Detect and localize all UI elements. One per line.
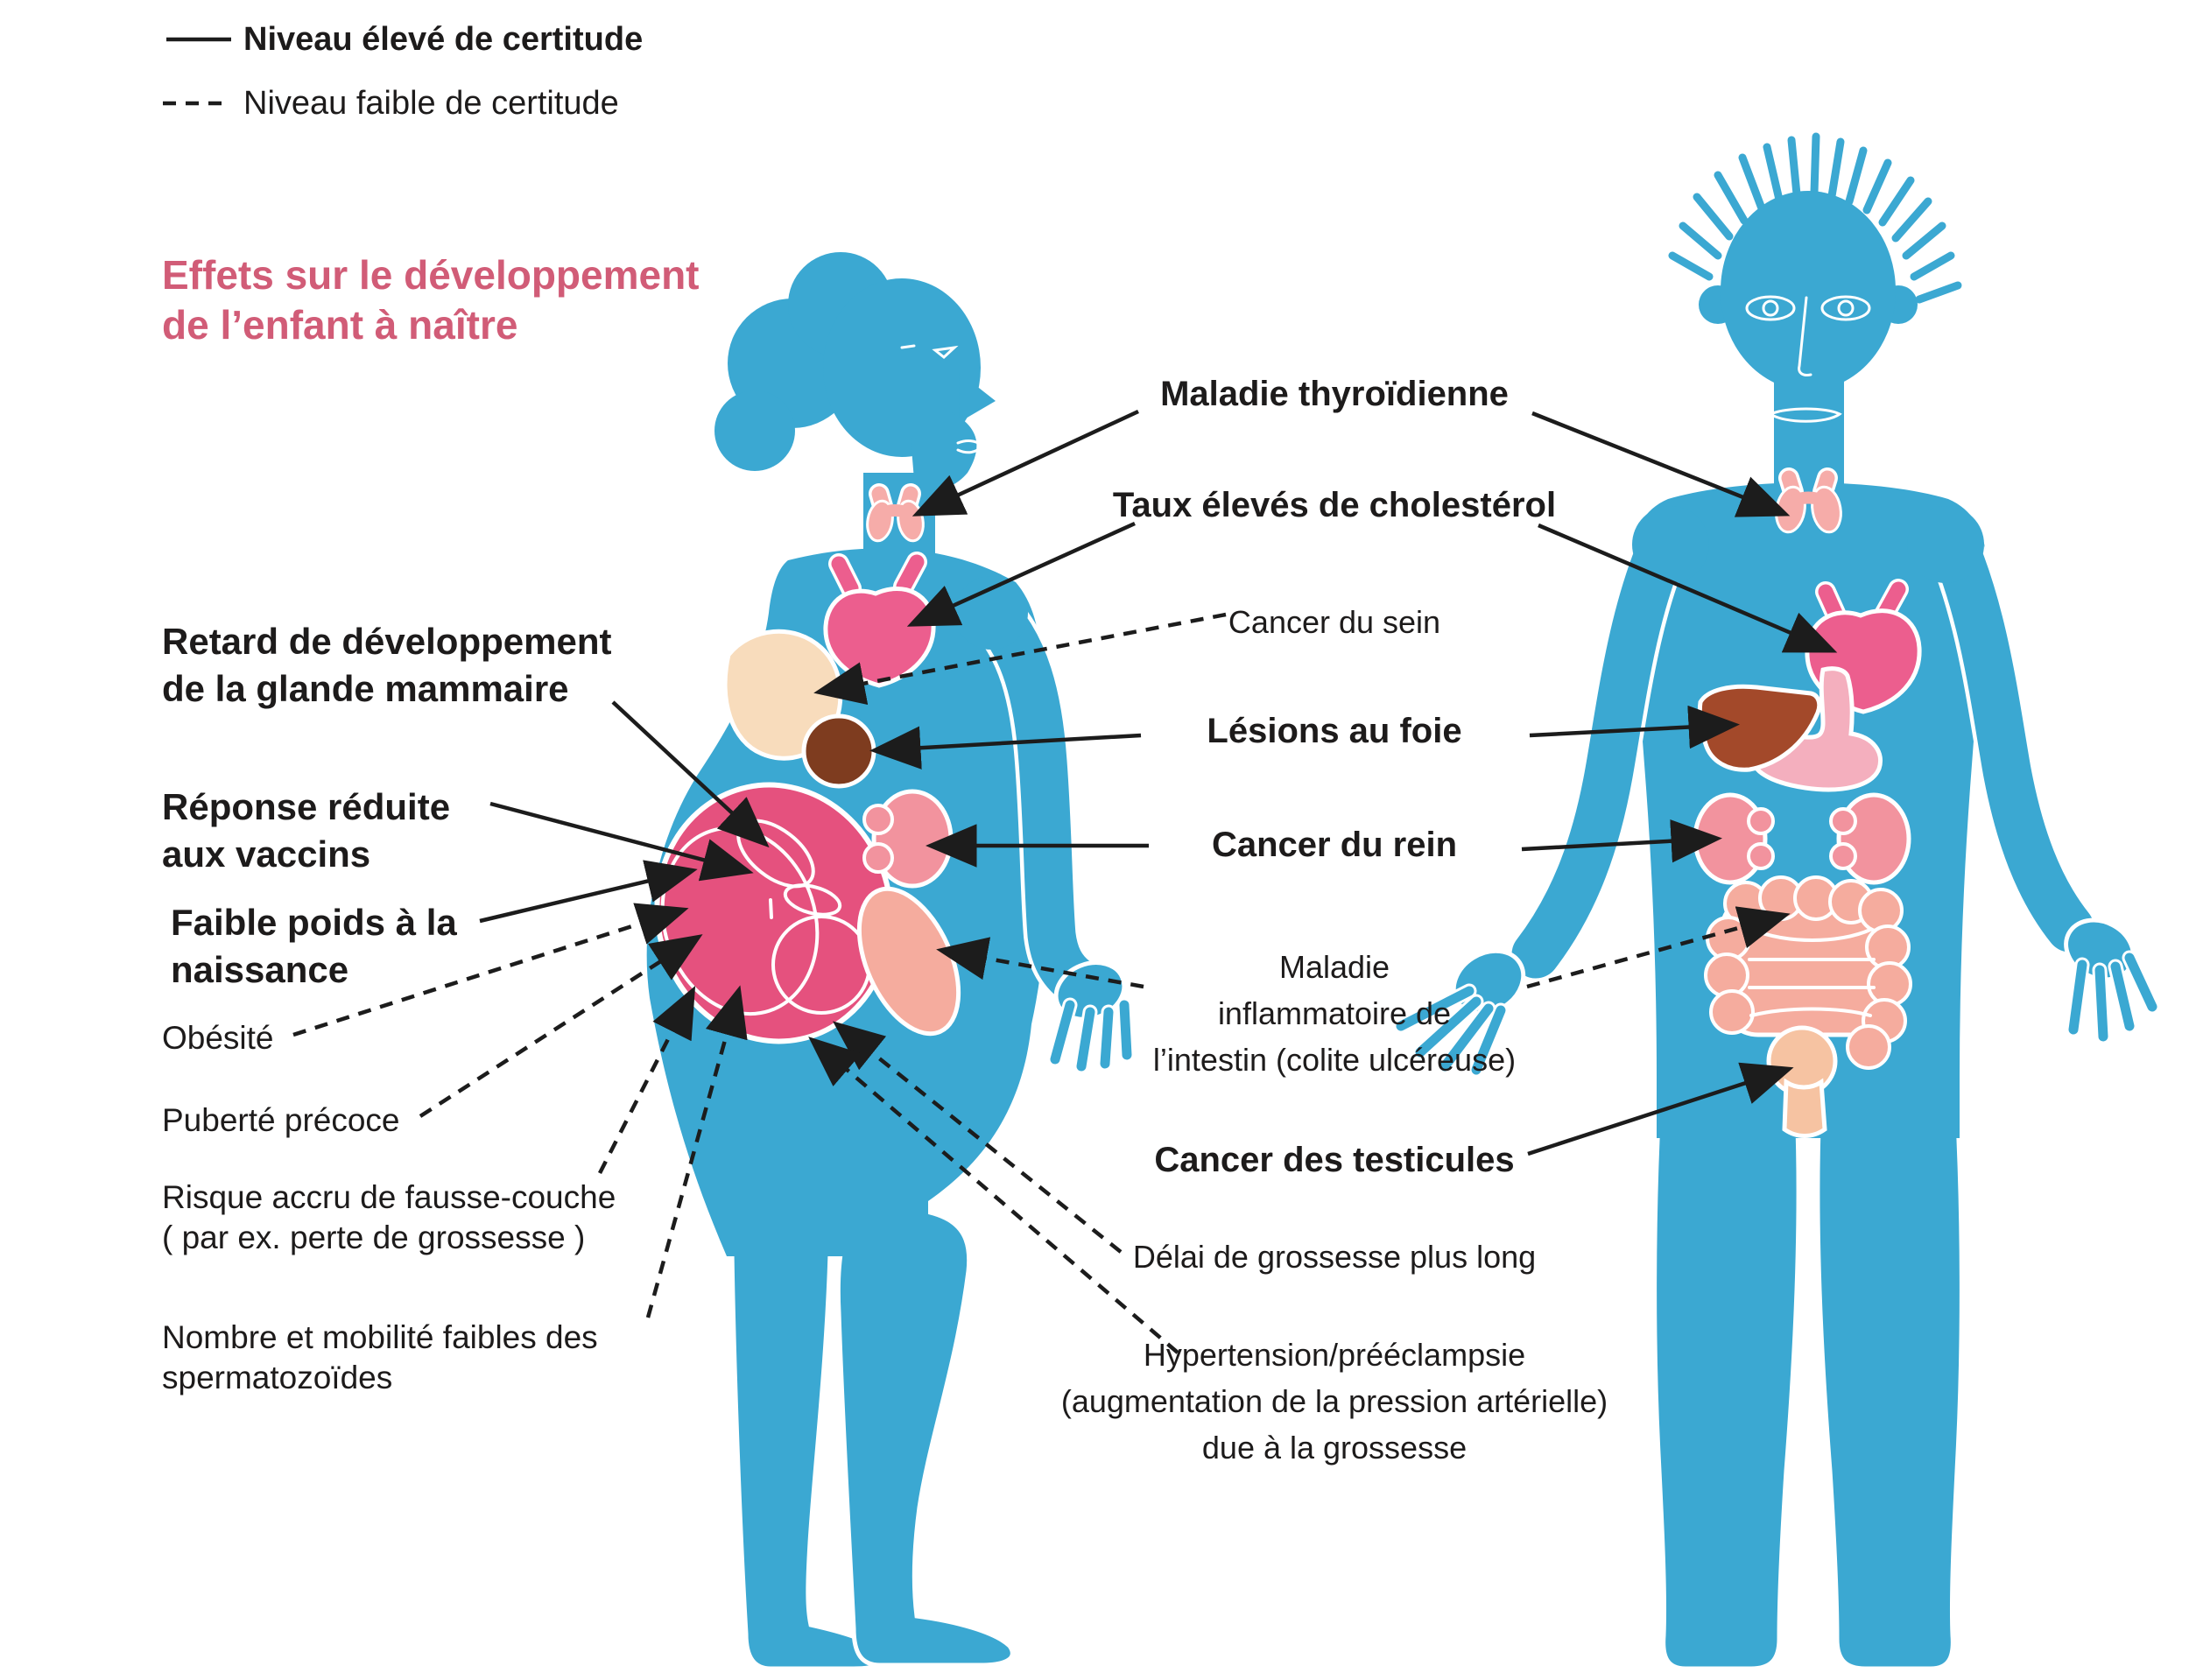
man-left-arm <box>1393 506 1709 1078</box>
page-title: Effets sur le développement de l’enfant … <box>162 252 700 348</box>
woman-shoulder-patch <box>954 576 1028 650</box>
man-left-fingers <box>1393 983 1509 1078</box>
woman-front-leg <box>835 1204 1015 1668</box>
arrow-sperm-fetus <box>645 985 748 1318</box>
man-left-leg <box>1652 1100 1801 1671</box>
woman-liver-circle <box>801 713 876 789</box>
woman-chin <box>911 411 977 492</box>
label-miscarriage-risk: Risque accru de fausse-couche( par ex. p… <box>162 1179 616 1255</box>
man-head <box>1721 191 1896 390</box>
fetus-arm <box>783 883 842 917</box>
arrow-bowel-woman <box>936 937 1144 989</box>
label-longer-pregnancy-delay: Délai de grossesse plus long <box>1132 1239 1537 1275</box>
man-stomach <box>1750 666 1883 792</box>
arrow-testicles-man <box>1527 1062 1794 1156</box>
arrow-pregnancy-delay-fetus <box>832 1021 1123 1254</box>
arrow-birthweight-fetus <box>479 860 698 924</box>
arrow-cholesterol-man <box>1538 523 1838 653</box>
arrow-hypertension-fetus <box>808 1037 1179 1354</box>
arrow-liver-man <box>1529 705 1740 749</box>
man-hair-spikes <box>1668 132 1962 304</box>
arrows <box>163 37 1838 1354</box>
woman-fingers <box>1047 997 1135 1074</box>
label-thyroid-disease: Maladie thyroïdienne <box>1160 375 1509 413</box>
man-face-marks <box>1745 295 1871 423</box>
man-kidneys <box>1693 792 1911 885</box>
arrow-breast-cancer <box>813 612 1227 706</box>
arrow-puberty-fetus <box>419 934 703 1118</box>
label-early-puberty: Puberté précoce <box>162 1102 400 1138</box>
label-liver-lesions: Lésions au foie <box>1207 712 1462 750</box>
man-right-arm <box>1907 506 2160 1044</box>
label-hypertension-preeclampsia: Hypertension/prééclampsie (augmentation … <box>1060 1337 1608 1466</box>
woman-hair-bun-low <box>714 390 795 471</box>
woman-kidney <box>862 789 954 889</box>
woman-heart <box>823 552 936 688</box>
arrow-miscarriage-fetus <box>597 985 696 1175</box>
label-kidney-cancer: Cancer du rein <box>1211 826 1458 864</box>
label-testicular-cancer: Cancer des testicules <box>1154 1141 1515 1179</box>
label-obesity: Obésité <box>162 1020 274 1056</box>
arrow-thyroid-man <box>1531 411 1791 517</box>
arrow-thyroid-woman <box>911 409 1139 517</box>
man-figure <box>1393 132 2160 1671</box>
woman-figure <box>646 252 1135 1671</box>
label-inflammatory-bowel-disease: Maladie inflammatoire de l’intestin (col… <box>1152 949 1517 1078</box>
woman-arm <box>954 576 1135 1074</box>
label-breast-cancer: Cancer du sein <box>1228 604 1441 640</box>
label-high-cholesterol: Taux élevés de cholestérol <box>1112 486 1557 524</box>
arrow-cholesterol-woman <box>906 521 1136 627</box>
arrow-vaccines-fetus <box>489 801 754 882</box>
man-right-fingers <box>2066 950 2160 1044</box>
man-intestines <box>1704 875 1912 1070</box>
woman-face-marks <box>900 344 983 454</box>
legend-high-certainty: Niveau élevé de certitude <box>243 21 644 58</box>
legend-low-certainty: Niveau faible de certitude <box>243 85 619 122</box>
man-right-leg <box>1815 1100 1964 1671</box>
arrow-mammary-fetus <box>611 700 770 848</box>
woman-head <box>823 278 981 457</box>
arrow-liver-woman <box>869 726 1142 770</box>
arrow-kidney-man <box>1521 819 1722 863</box>
woman-thyroid <box>866 483 925 543</box>
woman-nose <box>959 372 996 422</box>
